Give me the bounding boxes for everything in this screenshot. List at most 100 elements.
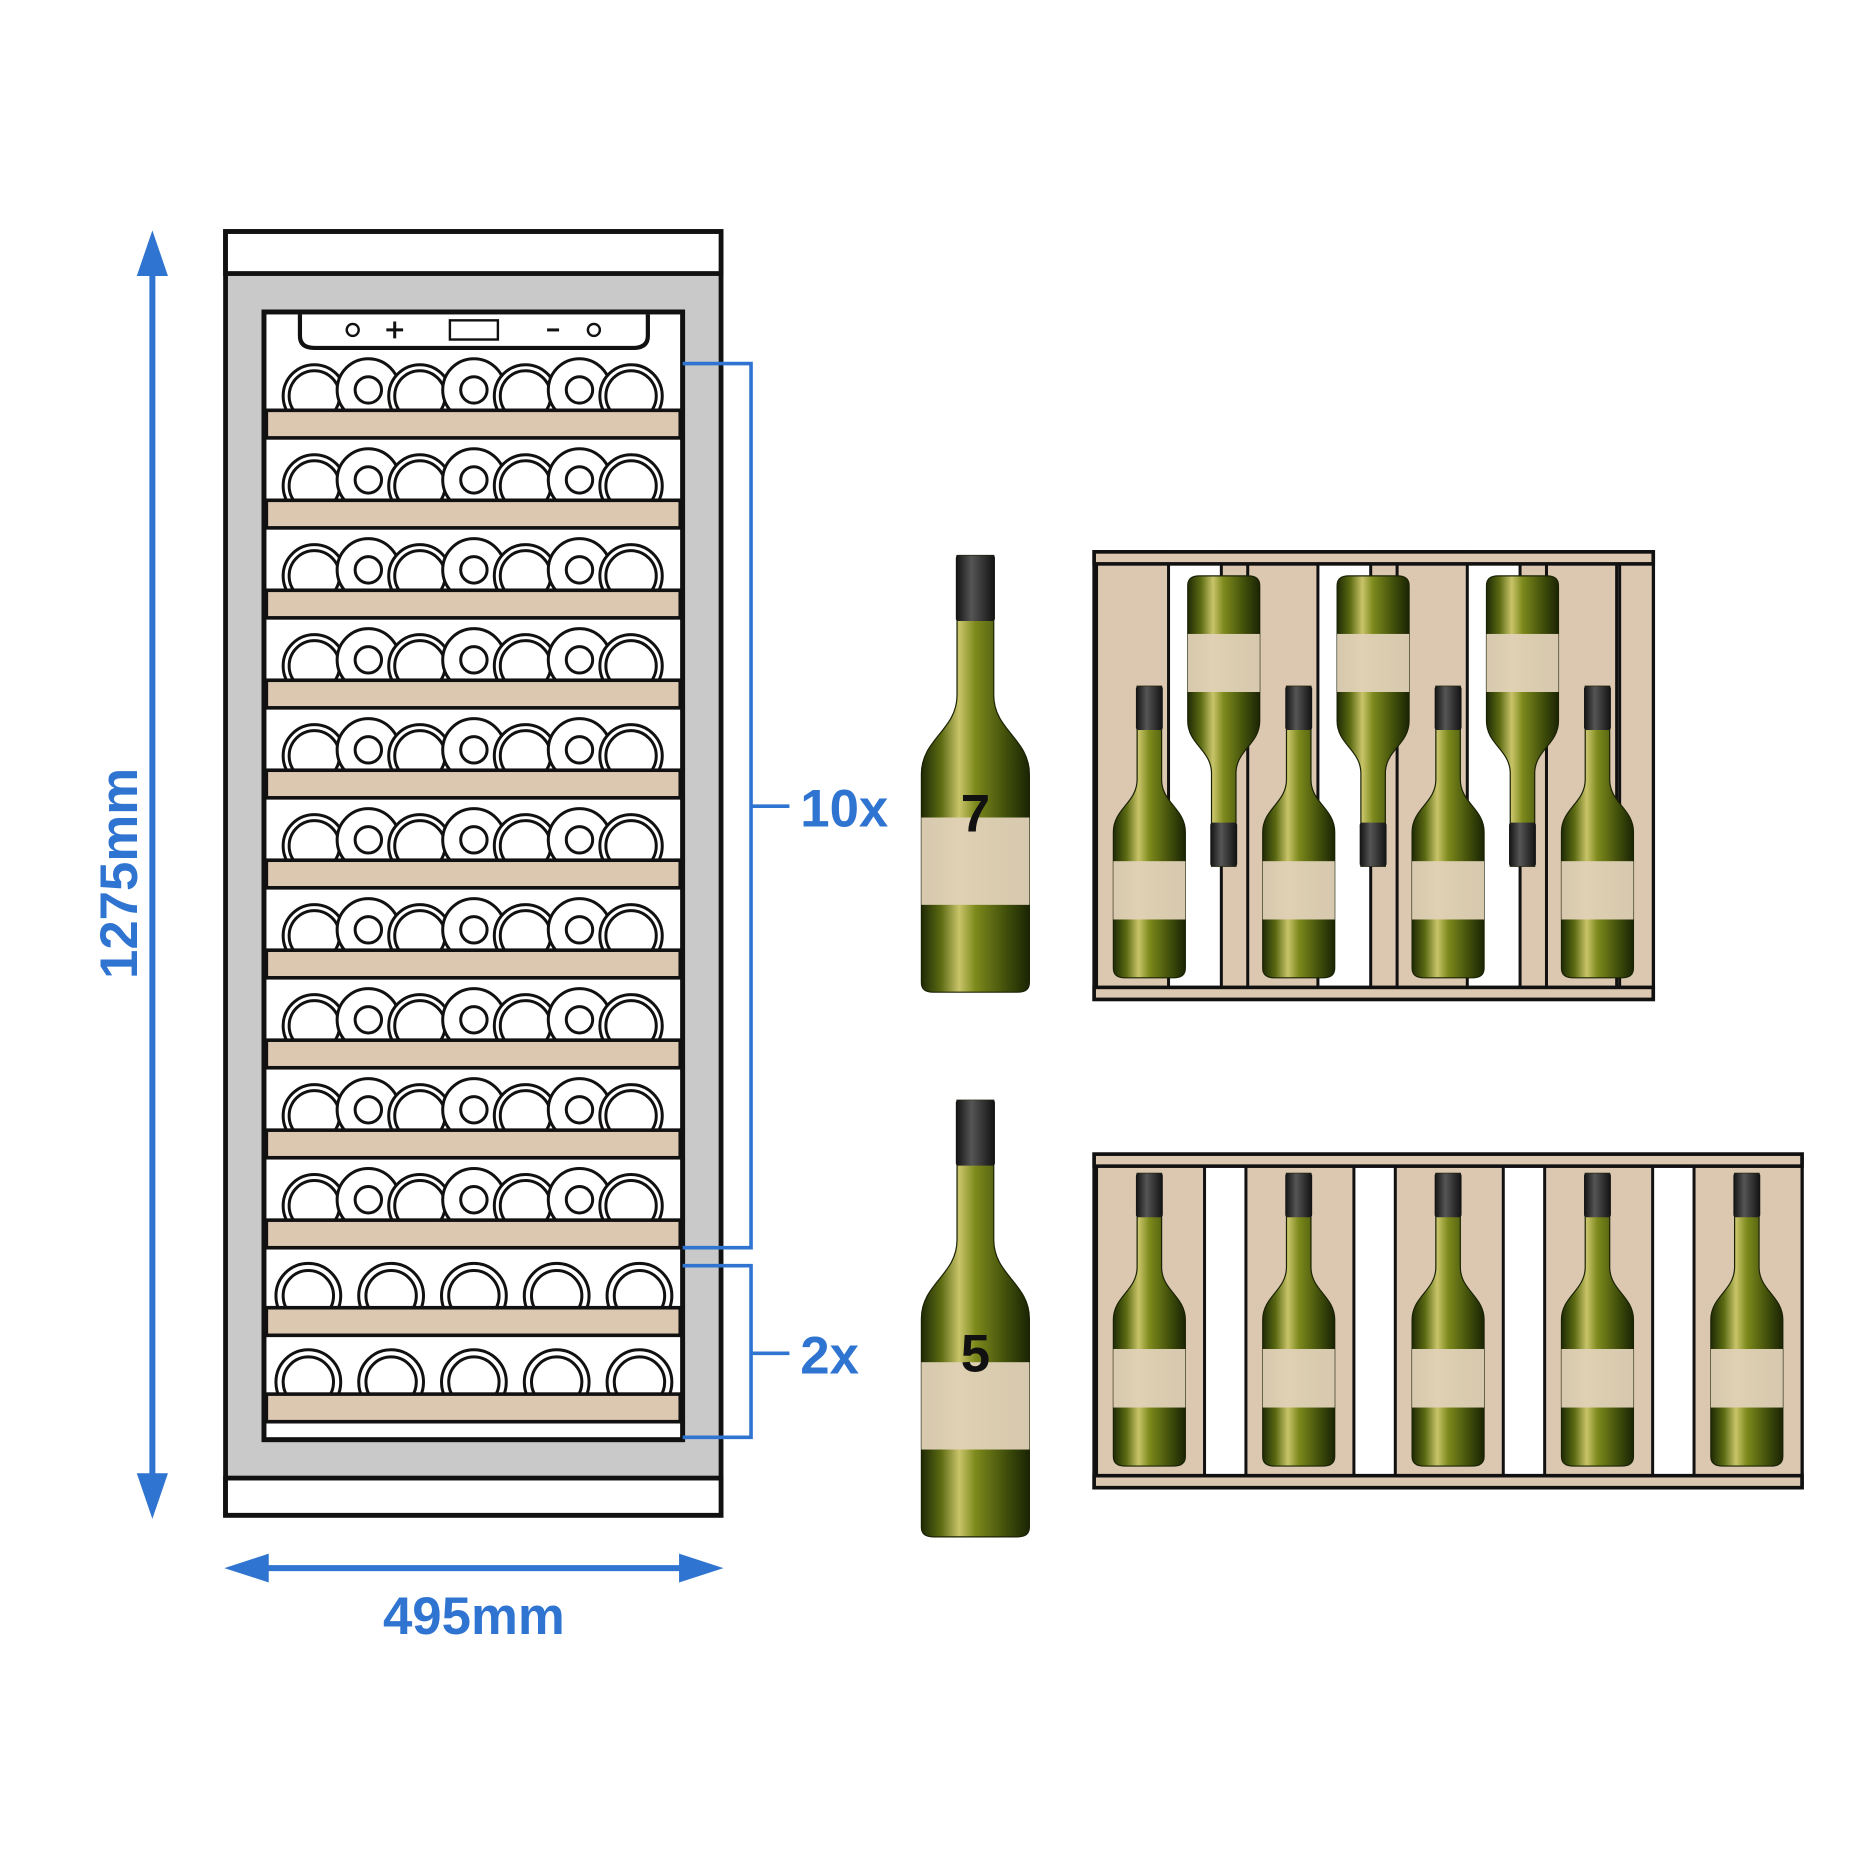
- shelf-7-bottles: [264, 717, 683, 800]
- wine-bottle-icon: [920, 1099, 1030, 1538]
- bottle-cap: [1733, 1173, 1761, 1218]
- bottle-label: [1412, 861, 1485, 920]
- bottle-cap: [1210, 822, 1238, 867]
- fridge-base: [223, 1475, 724, 1518]
- control-panel-outline: [297, 314, 650, 351]
- wine-bottle-icon: [1411, 685, 1485, 979]
- bottle-end-inner: [564, 1005, 595, 1035]
- wine-bottle-icon: [1710, 1172, 1784, 1467]
- bottle-cap: [955, 555, 995, 621]
- rack-rail: [1092, 1473, 1804, 1490]
- shelf-rail: [264, 498, 683, 530]
- bottle-label: [1486, 633, 1559, 693]
- control-panel: [297, 314, 650, 351]
- power-button-icon: [345, 322, 360, 338]
- bottle-label: [1113, 1348, 1186, 1408]
- shelf-rail: [264, 1128, 683, 1160]
- bottle-label: [1412, 1348, 1485, 1408]
- interior-border: [261, 309, 686, 1443]
- bottle-body-group: [1112, 1172, 1186, 1467]
- shelf-7-bottles: [264, 1077, 683, 1160]
- bottle-body-group: [1411, 1172, 1485, 1467]
- wine-bottle-icon: [1485, 575, 1560, 867]
- bottle-end-inner: [459, 735, 489, 765]
- bottle-body-group: [1560, 1172, 1635, 1467]
- bottle-end-inner: [564, 465, 595, 495]
- shelf-rail: [264, 1392, 683, 1424]
- fridge-top: [223, 229, 724, 276]
- bottle-cap: [1584, 686, 1611, 730]
- bottle-cap: [1434, 686, 1462, 730]
- rack-rail: [1092, 1152, 1804, 1168]
- arrow-up-icon: [136, 230, 168, 276]
- shelf-7-bottles: [264, 987, 683, 1070]
- shelf-5-bottles: [264, 1261, 683, 1338]
- wine-bottle-icon: [1187, 575, 1261, 867]
- wine-bottle-icon: [1336, 575, 1410, 867]
- bottle-end-inner: [564, 1095, 595, 1125]
- bottle-end-inner: [459, 375, 489, 405]
- shelf-rail: [264, 768, 683, 800]
- shelf-count-10x: 10x: [800, 780, 888, 839]
- shelf-7-bottles: [264, 897, 683, 980]
- bottles-per-shelf-7: 7: [961, 784, 990, 843]
- shelf-7-bottles: [264, 447, 683, 530]
- bottle-body-group: [1336, 575, 1410, 867]
- light-button-icon: [586, 322, 602, 338]
- wine-bottle-icon: [920, 554, 1030, 993]
- shelf-count-2x: 2x: [800, 1327, 859, 1386]
- bottle-label: [1710, 1348, 1783, 1408]
- bottle-label: [1262, 1348, 1335, 1408]
- bottle-end-inner: [564, 645, 595, 675]
- shelf-7-bottles: [264, 807, 683, 890]
- width-label: 495mm: [383, 1587, 565, 1646]
- bottle-end-inner: [459, 465, 489, 495]
- shelf-rail: [264, 408, 683, 440]
- bottle-label: [1561, 1348, 1634, 1408]
- bottle-label: [1187, 633, 1260, 693]
- bottle-label: [1337, 633, 1410, 693]
- bottle-body-group: [1187, 575, 1261, 867]
- rack-views: [1092, 550, 1804, 1490]
- wine-bottle-icon: [1112, 685, 1186, 979]
- bottle-end-inner: [353, 645, 384, 675]
- shelf-rail: [264, 678, 683, 710]
- height-dimension: 1275mm: [90, 230, 168, 1519]
- bottle-cap: [1285, 1173, 1313, 1218]
- shelf-rail: [264, 858, 683, 890]
- bottle-label: [1561, 861, 1634, 920]
- bottle-end-inner: [564, 735, 595, 765]
- bottle-end-inner: [564, 375, 595, 405]
- arrow-down-icon: [136, 1473, 168, 1519]
- bottle-end-inner: [459, 645, 489, 675]
- bottle-cap: [1584, 1173, 1611, 1218]
- shelf-7-bottles: [264, 627, 683, 710]
- bottle-label: [1113, 861, 1186, 920]
- bottle-cap: [1434, 1173, 1462, 1218]
- bottle-end-inner: [353, 915, 384, 945]
- arrow-right-icon: [679, 1553, 724, 1583]
- bottle-end-inner: [459, 1095, 489, 1125]
- wine-bottle-icon: [1411, 1172, 1485, 1467]
- fridge-shelves: [261, 309, 686, 1443]
- bottle-end-inner: [459, 1005, 489, 1035]
- bottle-body-group: [1262, 1172, 1336, 1467]
- rack-7-bottles: [1092, 550, 1656, 1002]
- bottle-body-group: [1560, 685, 1635, 979]
- bottle-cap: [955, 1100, 995, 1166]
- bottle-end-inner: [353, 465, 384, 495]
- bottle-end-inner: [353, 1005, 384, 1035]
- shelf-7-bottles: [264, 537, 683, 620]
- bottle-body-group: [1112, 685, 1186, 979]
- plus-icon: [386, 321, 404, 339]
- wine-bottle-icon: [1560, 1172, 1635, 1467]
- bottle-cap: [1135, 686, 1163, 730]
- bottle-label: [921, 1362, 1030, 1450]
- width-dimension: 495mm: [224, 1553, 724, 1646]
- bottle-end-inner: [564, 555, 595, 585]
- shelf-5-bottles: [264, 1348, 683, 1424]
- wine-fridge: [223, 229, 724, 1518]
- bracket-2x: 2x: [682, 1263, 859, 1440]
- bottle-cap: [1135, 1173, 1163, 1218]
- bottle-label: [1262, 861, 1335, 920]
